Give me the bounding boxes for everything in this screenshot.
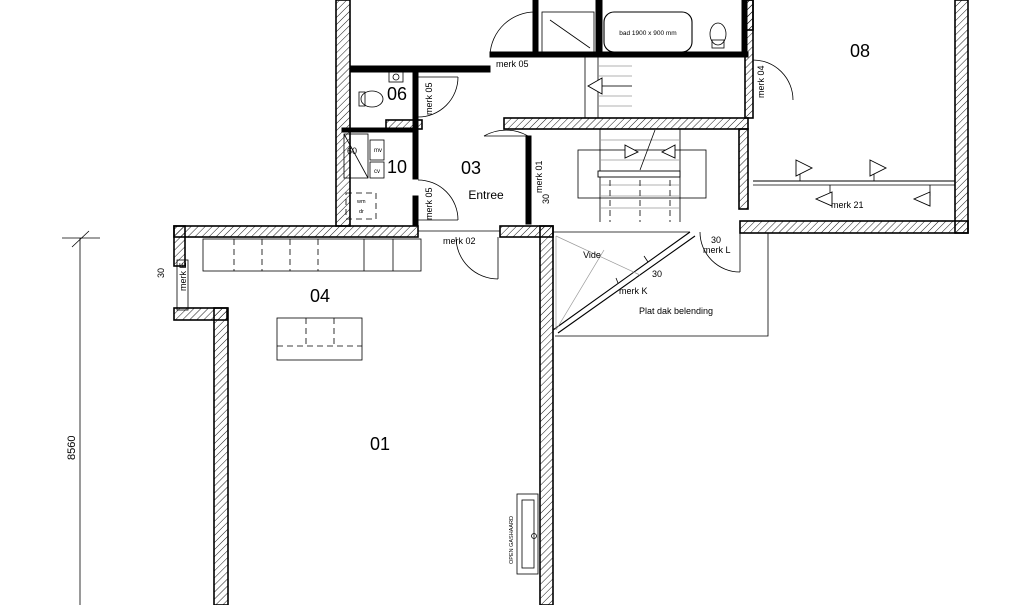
merk-04-label: merk 04 <box>756 65 766 98</box>
sliding-window-08 <box>753 159 955 207</box>
room-03-name: Entree <box>468 188 504 202</box>
vide-label: Vide <box>583 250 601 260</box>
room-01-label: 01 <box>370 434 390 454</box>
doors <box>417 11 794 280</box>
merk-K-label: merk K <box>619 286 648 296</box>
room-03-label: 03 <box>461 158 481 178</box>
fixture-labels: bad 1900 x 900 mm Vide Plat dak belendin… <box>66 30 713 564</box>
room-10-label: 10 <box>387 157 407 177</box>
meter-60-label: 60 <box>347 146 357 156</box>
washer-wm-label: wm <box>356 199 366 205</box>
walls <box>173 0 969 605</box>
dim-30-merk-L: 30 <box>711 235 721 245</box>
bath-label: bad 1900 x 900 mm <box>619 30 676 37</box>
fixtures <box>176 11 727 575</box>
height-dimension <box>62 230 100 605</box>
merk-05-meter-label: merk 05 <box>424 187 434 220</box>
merk-21-label: merk 21 <box>831 200 864 210</box>
flat-roof-label: Plat dak belending <box>639 306 713 316</box>
washer-dr-label: dr <box>359 209 364 215</box>
stair-main <box>577 129 707 222</box>
merk-05-top-label: merk 05 <box>496 59 529 69</box>
merk-E-label: merk E <box>178 262 188 291</box>
height-dimension-label: 8560 <box>66 436 78 460</box>
merk-02-label: merk 02 <box>443 236 476 246</box>
dim-30-vide: 30 <box>652 269 662 279</box>
room-06-label: 06 <box>387 84 407 104</box>
stair-upper <box>584 57 632 118</box>
door-labels: merk 05 merk 05 merk 05 merk 01 30 merk … <box>156 59 864 296</box>
fireplace-label: OPEN GASHAARD <box>509 516 515 564</box>
meter-cv-label: cv <box>374 169 380 175</box>
meter-mv-label: mv <box>374 148 382 154</box>
merk-01-label: merk 01 <box>534 160 544 193</box>
room-labels: 01 03 Entree 04 06 08 10 <box>310 41 870 454</box>
room-08-label: 08 <box>850 41 870 61</box>
room-04-label: 04 <box>310 286 330 306</box>
merk-05-wc-label: merk 05 <box>424 82 434 115</box>
dim-30-merk-E: 30 <box>156 268 166 278</box>
dim-30-entree: 30 <box>541 194 551 204</box>
merk-L-label: merk L <box>703 245 731 255</box>
vide-area <box>552 231 769 337</box>
